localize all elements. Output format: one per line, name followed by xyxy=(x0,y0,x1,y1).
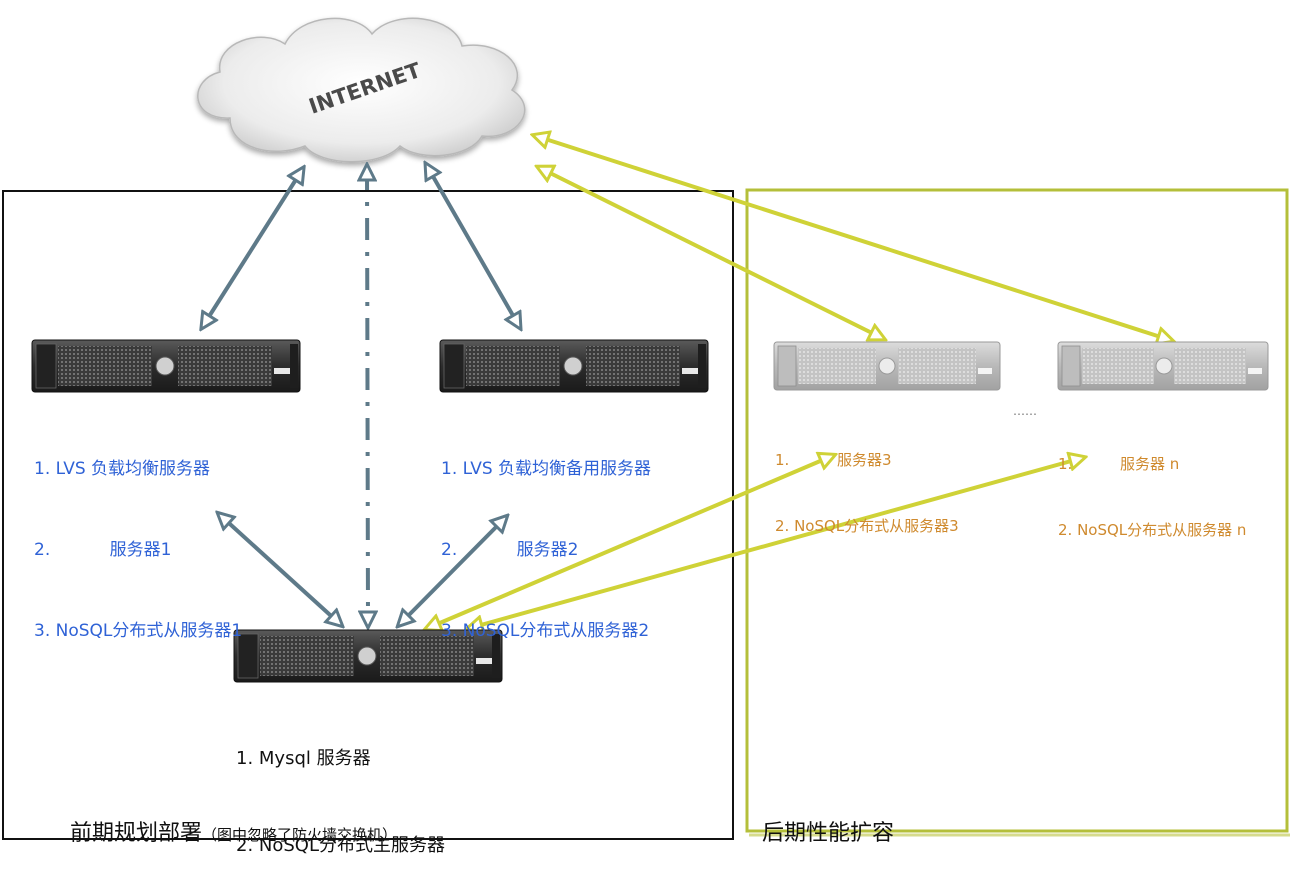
lvs-backup-line1: 1. LVS 负载均衡备用服务器 xyxy=(441,459,652,479)
server-expansion-3 xyxy=(773,341,1001,391)
deployment-diagram: INTERNET xyxy=(2,17,1290,840)
lvs-master-labels: 1. LVS 负载均衡服务器 2. 服务器1 3. NoSQL分布式从服务器1 xyxy=(34,402,242,672)
lvs-backup-line3: 3. NoSQL分布式从服务器2 xyxy=(441,621,650,641)
lvs-master-line1: 1. LVS 负载均衡服务器 xyxy=(34,459,211,479)
lvs-backup-line2: 2. 服务器2 xyxy=(441,540,579,560)
arrow-internet-mysql-dashed xyxy=(367,168,368,624)
server-lvs-master xyxy=(31,339,301,393)
arrow-internet-lvs-master xyxy=(203,170,302,326)
server-n-labels: 1. 服务器 n 2. NoSQL分布式从服务器 n xyxy=(1058,409,1246,563)
mysql-line1: 1. Mysql 服务器 xyxy=(236,748,371,769)
right-panel-title: 后期性能扩容 xyxy=(762,821,895,846)
left-panel-caption: 前期规划部署（图中忽略了防火墙交换机） xyxy=(56,790,397,847)
left-panel-title: 前期规划部署 xyxy=(70,821,203,846)
arrow-server-n-mysql xyxy=(470,458,1082,628)
arrow-internet-lvs-backup xyxy=(427,166,519,326)
server3-labels: 1. 服务器3 2. NoSQL分布式从服务器3 xyxy=(775,405,959,559)
server-lvs-backup xyxy=(439,339,709,393)
server-expansion-n xyxy=(1057,341,1269,391)
mysql-labels: 1. Mysql 服务器 2. NoSQL分布式主服务器 xyxy=(236,686,445,889)
arrow-internet-server-n xyxy=(536,136,1170,340)
lvs-master-line3: 3. NoSQL分布式从服务器1 xyxy=(34,621,243,641)
lvs-backup-labels: 1. LVS 负载均衡备用服务器 2. 服务器2 3. NoSQL分布式从服务器… xyxy=(441,402,651,672)
server-mysql xyxy=(233,629,503,683)
server3-line1: 1. 服务器3 xyxy=(775,451,892,469)
server-n-line1: 1. 服务器 n xyxy=(1058,455,1180,473)
server-n-line2: 2. NoSQL分布式从服务器 n xyxy=(1058,521,1247,539)
left-panel-note: （图中忽略了防火墙交换机） xyxy=(202,826,398,844)
arrow-lvs-master-mysql xyxy=(220,515,340,624)
servers-ellipsis: …… xyxy=(1013,404,1037,418)
server3-line2: 2. NoSQL分布式从服务器3 xyxy=(775,517,959,535)
internet-cloud xyxy=(197,17,526,163)
lvs-master-line2: 2. 服务器1 xyxy=(34,540,172,560)
right-panel-caption: 后期性能扩容 xyxy=(748,790,894,847)
